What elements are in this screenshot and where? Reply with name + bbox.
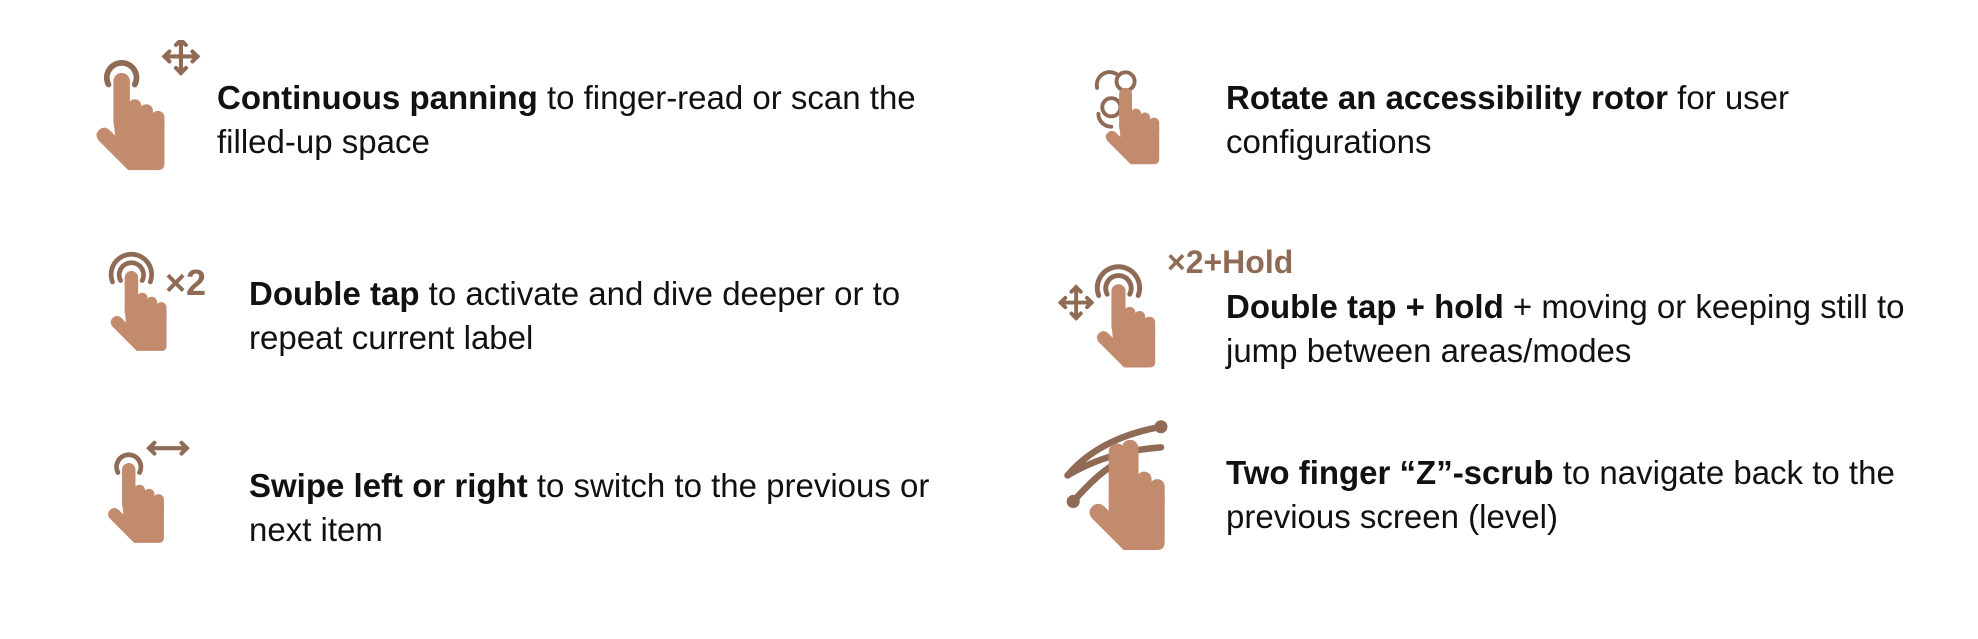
panning-hand-icon [96,40,218,171]
swipe-hand-icon [108,440,190,543]
gesture-description: Two finger “Z”-scrub to navigate back to… [1226,454,1895,535]
gesture-description: Continuous panning to finger-read or sca… [217,79,916,160]
double-tap-hold-hand-icon [1058,264,1156,368]
gesture-description: Double tap to activate and dive deeper o… [249,275,901,356]
gesture-description: Swipe left or right to switch to the pre… [249,467,930,548]
z-scrub-hand-icon [1064,420,1168,550]
rotor-hand-icon [1094,70,1160,165]
gesture-description: Double tap + hold + moving or keeping st… [1226,288,1905,369]
double-tap-hand-icon [108,252,167,351]
double-tap-badge: ×2 [165,262,207,303]
gesture-description: Rotate an accessibility rotor for user c… [1226,79,1790,160]
double-tap-hold-badge: ×2+Hold [1167,244,1294,280]
